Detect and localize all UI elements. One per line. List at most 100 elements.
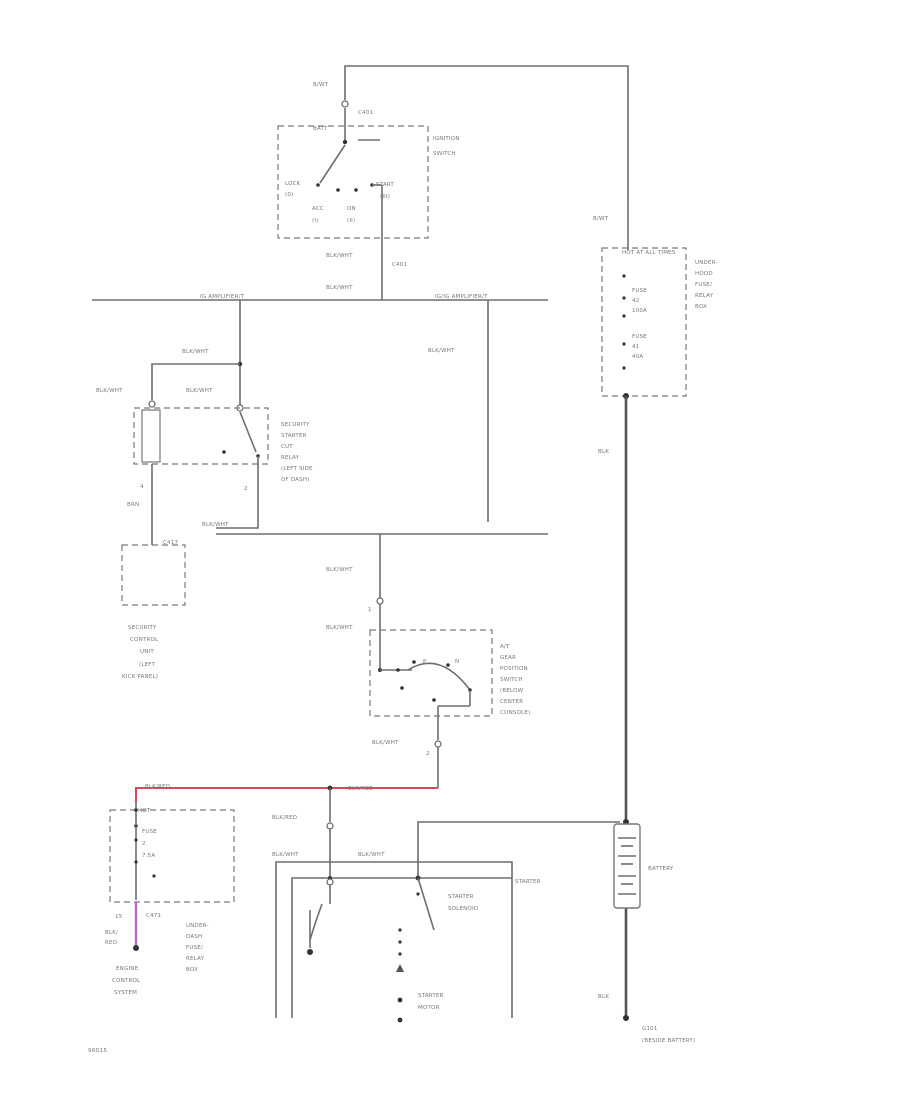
- fuse-label: FUSE: [632, 334, 647, 340]
- component-label: CONSOLE): [500, 710, 530, 716]
- wire-color-label: BLK/WHT: [326, 253, 353, 259]
- under-hood-fuse-relay-box: [601, 205, 687, 397]
- pin-label: 4: [140, 484, 144, 490]
- wire-color-label: BLK/RED: [348, 786, 373, 792]
- component-label: STARTER: [281, 433, 307, 439]
- pin-label: 2: [426, 751, 430, 757]
- terminal-label: (II): [347, 218, 355, 224]
- component-label: HOOD: [695, 271, 713, 277]
- component-label: POSITION: [500, 666, 528, 672]
- component-label: STARTER: [448, 894, 474, 900]
- fuse-label: 7.5A: [142, 853, 155, 859]
- component-label: IGNITION: [433, 136, 460, 142]
- fuse-label: 42: [632, 298, 639, 304]
- connector-label: C401: [358, 110, 373, 116]
- wire-color-label: BLK/WHT: [372, 740, 399, 746]
- component-label: UNDER-: [695, 260, 718, 266]
- component-label: (LEFT: [139, 662, 156, 668]
- pin-label: 2: [244, 486, 248, 492]
- component-label: CONTROL: [130, 637, 159, 643]
- wire-color-label: BLK/WHT: [202, 522, 229, 528]
- wire-color-label: BLK: [598, 994, 609, 1000]
- connector-label: C401: [392, 262, 407, 268]
- component-label: UNDER-: [186, 923, 209, 929]
- wire-color-label: BLK/WHT: [326, 567, 353, 573]
- wire-color-label: BLK/WHT: [326, 625, 353, 631]
- battery: [613, 823, 641, 909]
- fuse-label: FUSE: [142, 829, 157, 835]
- diagram-code: 96D15: [88, 1048, 108, 1054]
- component-label: CONTROL: [112, 978, 141, 984]
- blk-red-wire: [135, 785, 438, 876]
- wire-color-label: B/WT: [593, 216, 609, 222]
- wire-color-label: BLK/RED: [145, 784, 170, 790]
- component-label: RELAY: [281, 455, 300, 461]
- component-label: DASH: [186, 934, 202, 940]
- component-label: CENTER: [500, 699, 523, 705]
- component-label: STARTER: [515, 879, 541, 885]
- switch-position-label: N: [455, 659, 459, 665]
- security-starter-cut-relay: [133, 300, 269, 545]
- terminal-label: LOCK: [285, 181, 301, 187]
- component-label: KICK PANEL): [122, 674, 158, 680]
- component-label: SWITCH: [433, 151, 456, 157]
- connector-label: C417: [163, 540, 178, 546]
- ground-label: (BESIDE BATTERY): [642, 1038, 695, 1044]
- power-label: HOT AT ALL TIMES: [622, 250, 676, 256]
- component-label: MOTOR: [418, 1005, 440, 1011]
- wire-color-label: BLK/WHT: [428, 348, 455, 354]
- terminal-label: ON: [347, 206, 356, 212]
- pin-label: 1: [368, 607, 372, 613]
- component-label: BOX: [186, 967, 198, 973]
- wire-color-label: BLK/WHT: [326, 285, 353, 291]
- at-gear-position-switch: [369, 534, 493, 788]
- fuse-label: 2: [142, 841, 146, 847]
- component-label: FUSE/: [186, 945, 203, 951]
- wire-color-label: BLK/WHT: [272, 852, 299, 858]
- component-label: GEAR: [500, 655, 516, 661]
- ground-label: G101: [642, 1026, 658, 1032]
- component-label: FUSE/: [695, 282, 712, 288]
- terminal-label: (III): [380, 194, 390, 200]
- wire-color-label: BLK/WHT: [182, 349, 209, 355]
- component-label: BOX: [695, 304, 707, 310]
- component-label: SOLENOID: [448, 906, 478, 912]
- component-label: STARTER: [418, 993, 444, 999]
- switch-position-label: P: [423, 659, 427, 665]
- wire-color-label: BLK: [598, 449, 609, 455]
- component-label: RELAY: [186, 956, 205, 962]
- fuse-label: 100A: [632, 308, 647, 314]
- power-label: HOT: [138, 808, 151, 814]
- fuse-label: 41: [632, 344, 639, 350]
- terminal-label: (I): [312, 218, 319, 224]
- battery-cable: [623, 393, 629, 1021]
- security-control-unit: [121, 544, 186, 606]
- pin-label: 15: [115, 914, 123, 920]
- battery-feed-wire: [341, 65, 629, 205]
- bus-label: IG AMPLIFIER/T: [200, 294, 245, 300]
- ignition-switch: [277, 108, 429, 258]
- component-label: UNIT: [140, 649, 154, 655]
- wire-color-label: RED: [105, 940, 117, 946]
- connector-label: C471: [146, 913, 161, 919]
- component-label: SECURITY: [128, 625, 157, 631]
- component-label: ENGINE: [116, 966, 139, 972]
- terminal-label: BATT: [313, 126, 328, 132]
- component-label: OF DASH): [281, 477, 310, 483]
- component-label: (BELOW: [500, 688, 524, 694]
- terminal-label: ACC: [312, 206, 324, 212]
- wire-color-label: BLK/WHT: [186, 388, 213, 394]
- component-label: (LEFT SIDE: [281, 466, 313, 472]
- component-label: RELAY: [695, 293, 714, 299]
- component-label: SWITCH: [500, 677, 523, 683]
- fuse-label: FUSE: [632, 288, 647, 294]
- component-label: A/T: [500, 644, 510, 650]
- fuse-label: 40A: [632, 354, 643, 360]
- terminal-label: START: [376, 182, 394, 188]
- starter-assembly: [275, 821, 620, 1023]
- wire-color-label: BLK/WHT: [96, 388, 123, 394]
- wire-color-label: B/WT: [313, 82, 329, 88]
- component-label: SYSTEM: [114, 990, 137, 996]
- wire-color-label: BLK/RED: [272, 815, 297, 821]
